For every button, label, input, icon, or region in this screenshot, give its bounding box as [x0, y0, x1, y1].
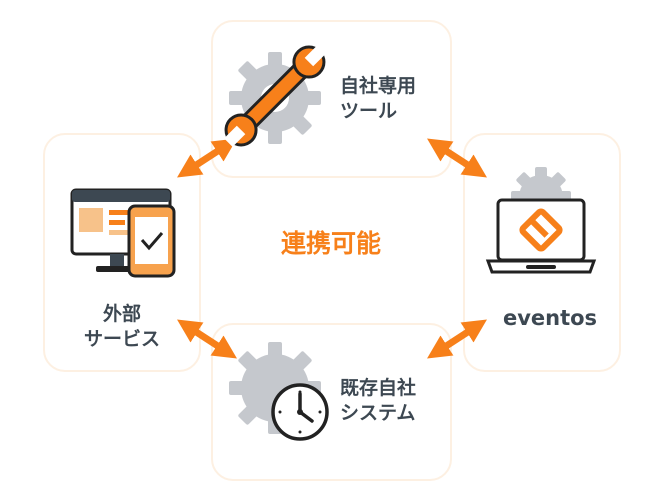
wrench-gear-icon	[224, 45, 326, 147]
node-label-line: ツール	[340, 100, 398, 122]
node-label-line: 自社専用	[340, 75, 417, 97]
connector-arrow-bottom-left	[177, 319, 237, 359]
node-label-custom-tool: 自社専用 ツール	[340, 74, 416, 124]
laptop-eventos-logo-icon	[485, 167, 597, 274]
node-label-line: 外部	[102, 303, 141, 325]
monitor-phone-icon	[70, 188, 176, 278]
node-label-external-service: 外部 サービス	[70, 302, 174, 352]
node-label-line: 既存自社	[340, 377, 417, 399]
center-title: 連携可能	[280, 229, 381, 258]
node-label-line: サービス	[83, 328, 160, 350]
node-label-line: eventos	[502, 306, 598, 330]
clock-gear-icon	[229, 342, 329, 441]
connector-arrow-top-left	[177, 138, 237, 178]
node-label-eventos: eventos	[484, 306, 616, 331]
connector-arrow-top-right	[427, 138, 487, 178]
node-label-existing-system: 既存自社 システム	[340, 376, 416, 426]
connector-arrow-bottom-right	[427, 319, 487, 359]
node-label-line: システム	[340, 402, 416, 424]
